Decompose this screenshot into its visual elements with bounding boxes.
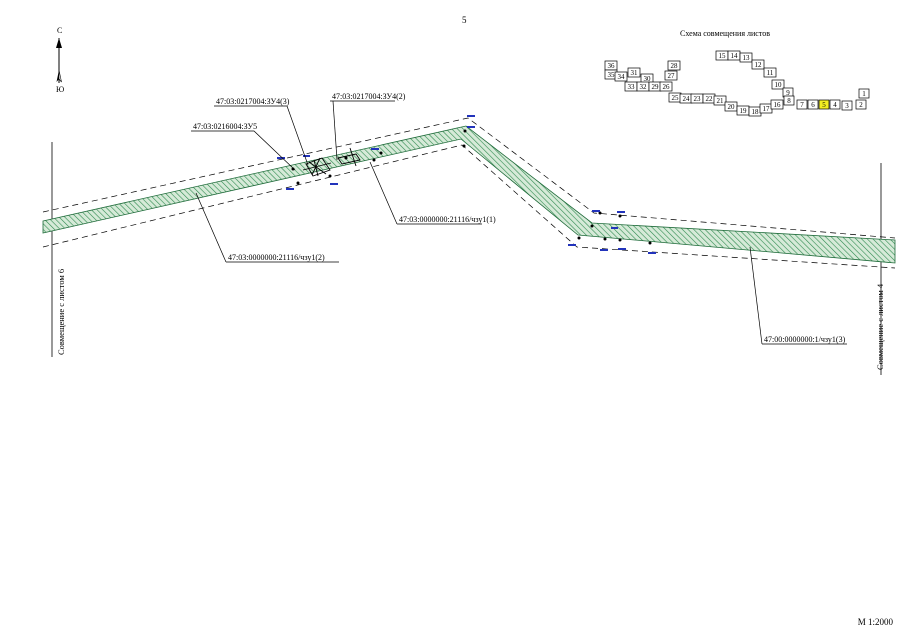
scheme-sheet-1: 1 xyxy=(858,88,870,99)
scheme-sheet-8: 8 xyxy=(783,95,795,106)
label-zu5: 47:03:0216004:ЗУ5 xyxy=(193,122,257,131)
zone-boundary-lower xyxy=(42,144,896,269)
label-chzu1-1: 47:03:0000000:21116/чзу1(1) xyxy=(399,215,496,224)
scheme-sheet-29: 29 xyxy=(648,81,662,92)
scheme-sheet-12: 12 xyxy=(751,59,765,70)
scheme-sheet-18: 18 xyxy=(748,106,762,117)
scheme-sheet-number: 15 xyxy=(719,52,727,60)
compass-north-label: С xyxy=(57,26,63,35)
scheme-sheet-17: 17 xyxy=(759,103,773,114)
scheme-sheet-number: 35 xyxy=(608,71,616,79)
scheme-sheet-number: 24 xyxy=(683,95,691,103)
scheme-sheet-number: 10 xyxy=(775,81,783,89)
scheme-sheet-number: 5 xyxy=(822,101,826,109)
scheme-sheet-number: 4 xyxy=(833,101,837,109)
scheme-sheet-number: 19 xyxy=(740,107,748,115)
scheme-sheet-number: 14 xyxy=(731,52,739,60)
scheme-sheet-number: 36 xyxy=(608,62,616,70)
point-number-marks xyxy=(277,115,656,254)
scheme-sheet-number: 33 xyxy=(628,83,636,91)
scale-label: М 1:2000 xyxy=(857,617,893,627)
scheme-sheet-number: 31 xyxy=(631,69,639,77)
scheme-sheet-number: 22 xyxy=(706,95,714,103)
scheme-sheet-number: 21 xyxy=(717,97,725,105)
scheme-sheet-23: 23 xyxy=(690,93,704,104)
scheme-sheet-36: 36 xyxy=(604,60,618,71)
scheme-sheet-33: 33 xyxy=(624,81,638,92)
scheme-sheet-number: 23 xyxy=(694,95,702,103)
scheme-sheet-19: 19 xyxy=(736,105,750,116)
scheme-sheet-number: 6 xyxy=(811,101,815,109)
scheme-sheet-number: 1 xyxy=(862,90,866,98)
scheme-sheet-number: 20 xyxy=(728,103,736,111)
north-arrow-icon xyxy=(56,38,62,83)
scheme-sheet-27: 27 xyxy=(664,70,678,81)
scheme-sheet-3: 3 xyxy=(841,100,853,111)
scheme-sheet-7: 7 xyxy=(796,99,808,110)
scheme-sheet-number: 9 xyxy=(786,89,790,97)
scheme-sheet-21: 21 xyxy=(713,95,727,106)
scheme-sheet-28: 28 xyxy=(667,60,681,71)
easement-strip xyxy=(42,125,896,264)
scheme-sheet-13: 13 xyxy=(739,52,753,63)
scheme-sheet-number: 11 xyxy=(767,69,774,77)
scheme-sheet-number: 29 xyxy=(652,83,660,91)
page-number: 5 xyxy=(462,15,467,25)
scheme-sheet-4: 4 xyxy=(829,99,841,110)
scheme-sheet-number: 25 xyxy=(672,94,680,102)
scheme-sheet-number: 26 xyxy=(663,83,671,91)
compass-south-label: Ю xyxy=(56,85,65,94)
scheme-sheet-2: 2 xyxy=(855,99,867,110)
scheme-sheet-number: 2 xyxy=(859,101,863,109)
scheme-sheet-34: 34 xyxy=(614,71,628,82)
leader-lines xyxy=(191,100,847,345)
scheme-sheet-number: 16 xyxy=(774,101,782,109)
scheme-sheet-16: 16 xyxy=(770,99,784,110)
scheme-sheet-10: 10 xyxy=(771,79,785,90)
scheme-sheet-25: 25 xyxy=(668,92,682,103)
scheme-sheet-22: 22 xyxy=(702,93,716,104)
right-edge-label: Совмещение с листом 4 xyxy=(875,283,885,370)
scheme-sheet-number: 32 xyxy=(640,83,648,91)
label-zu4-3: 47:03:0217004:ЗУ4(3) xyxy=(216,97,290,106)
left-edge-label: Совмещение с листом 6 xyxy=(56,269,66,355)
scheme-sheet-32: 32 xyxy=(636,81,650,92)
scheme-sheet-number: 3 xyxy=(845,102,849,110)
scheme-sheet-number: 30 xyxy=(644,75,652,83)
scheme-sheet-number: 27 xyxy=(668,72,676,80)
scheme-sheet-5: 5 xyxy=(818,99,830,110)
label-chzu1-2: 47:03:0000000:21116/чзу1(2) xyxy=(228,253,325,262)
scheme-sheet-6: 6 xyxy=(807,99,819,110)
scheme-sheet-number: 12 xyxy=(755,61,763,69)
parcel-cluster xyxy=(302,147,361,177)
label-zu4-2: 47:03:0217004:ЗУ4(2) xyxy=(332,92,406,101)
scheme-sheet-number: 34 xyxy=(618,73,626,81)
scheme-sheet-31: 31 xyxy=(627,67,641,78)
scheme-title: Схема совмещения листов xyxy=(680,29,770,38)
scheme-sheet-number: 18 xyxy=(752,108,760,116)
scheme-sheet-11: 11 xyxy=(763,67,777,78)
scheme-sheet-14: 14 xyxy=(727,50,741,61)
scheme-sheet-number: 7 xyxy=(800,101,804,109)
survey-points xyxy=(291,129,652,245)
scheme-sheet-15: 15 xyxy=(715,50,729,61)
scheme-sheet-number: 28 xyxy=(671,62,679,70)
scheme-sheet-number: 8 xyxy=(787,97,791,105)
scheme-sheet-20: 20 xyxy=(724,101,738,112)
scheme-sheet-number: 13 xyxy=(743,54,751,62)
scheme-sheet-24: 24 xyxy=(679,93,693,104)
scheme-sheet-26: 26 xyxy=(659,81,673,92)
scheme-sheet-number: 17 xyxy=(763,105,771,113)
zone-boundary-upper xyxy=(42,117,896,239)
label-chzu1-3: 47:00:0000000:1/чзу1(3) xyxy=(764,335,846,344)
